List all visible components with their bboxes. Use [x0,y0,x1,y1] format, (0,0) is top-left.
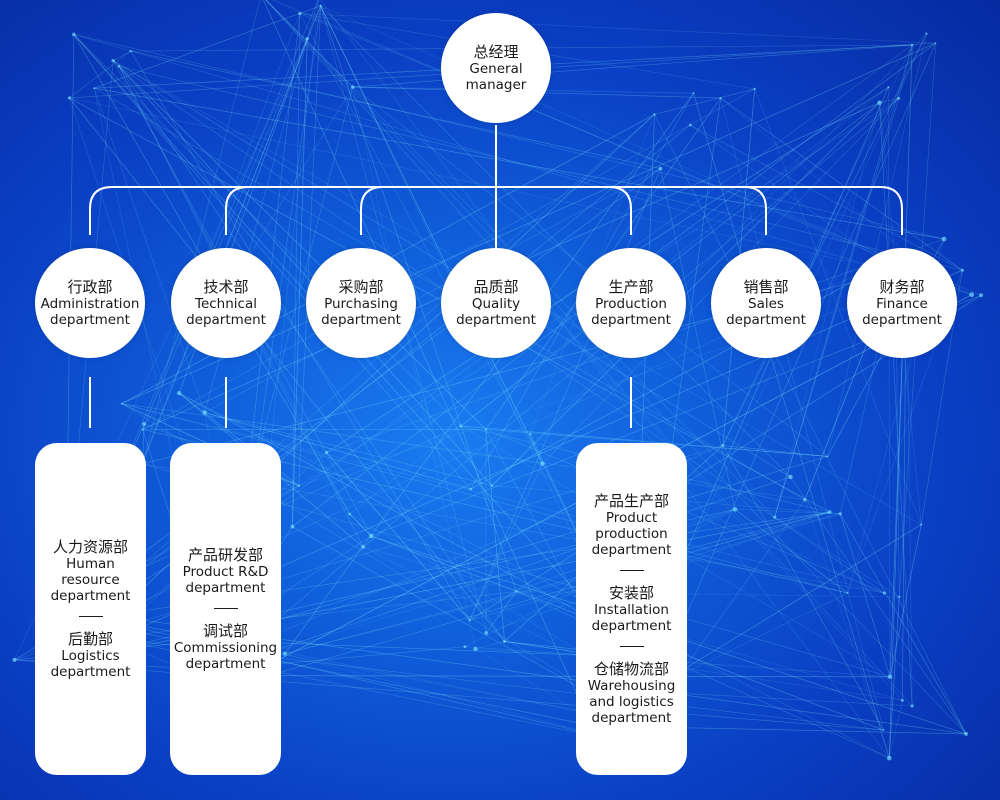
sub-unit-zh: 产品研发部 [187,546,263,564]
node-technical: 技术部 Technical department [171,248,281,358]
node-administration-en: Administration department [40,296,140,328]
sub-unit-zh: 安装部 [608,584,654,602]
sub-box-administration: 人力资源部 Human resource department 后勤部 Logi… [35,443,146,775]
sub-unit-en: Installation department [591,602,672,634]
sub-unit-en: Commissioning department [173,640,278,672]
sub-unit-installation: 安装部 Installation department [592,584,672,634]
sub-separator [619,570,644,571]
sub-unit-logistics: 后勤部 Logistics department [51,630,131,680]
sub-separator [619,646,644,647]
sub-unit-en: Product production department [591,510,672,558]
node-administration: 行政部 Administration department [35,248,145,358]
node-technical-en: Technical department [186,296,266,328]
node-purchasing-zh: 采购部 [338,278,384,296]
node-quality-zh: 品质部 [473,278,519,296]
sub-unit-zh: 调试部 [202,622,248,640]
sub-unit-human-resource: 人力资源部 Human resource department [51,538,131,604]
sub-separator [78,616,103,617]
node-purchasing-en: Purchasing department [321,296,401,328]
sub-unit-zh: 后勤部 [67,630,113,648]
sub-unit-en: Warehousing and logistics department [587,678,676,726]
node-general-manager-zh: 总经理 [473,43,519,61]
node-production: 生产部 Production department [576,248,686,358]
node-technical-zh: 技术部 [203,278,249,296]
node-production-en: Production department [591,296,671,328]
node-finance-zh: 财务部 [879,278,925,296]
sub-box-technical: 产品研发部 Product R&D department 调试部 Commiss… [170,443,281,775]
sub-unit-commissioning: 调试部 Commissioning department [174,622,277,672]
sub-unit-en: Product R&D department [182,564,269,596]
node-sales: 销售部 Sales department [711,248,821,358]
node-sales-zh: 销售部 [743,278,789,296]
node-general-manager-en: General manager [465,61,527,93]
node-finance-en: Finance department [862,296,942,328]
sub-box-production: 产品生产部 Product production department 安装部 … [576,443,687,775]
sub-unit-zh: 人力资源部 [52,538,128,556]
node-administration-zh: 行政部 [67,278,113,296]
node-general-manager: 总经理 General manager [441,13,551,123]
node-production-zh: 生产部 [608,278,654,296]
sub-unit-zh: 仓储物流部 [593,660,669,678]
sub-unit-product-rd: 产品研发部 Product R&D department [183,546,269,596]
sub-unit-product-production: 产品生产部 Product production department [592,492,672,558]
sub-unit-en: Human resource department [50,556,131,604]
node-finance: 财务部 Finance department [847,248,957,358]
sub-unit-warehousing: 仓储物流部 Warehousing and logistics departme… [588,660,676,726]
node-quality-en: Quality department [456,296,536,328]
sub-unit-zh: 产品生产部 [593,492,669,510]
node-purchasing: 采购部 Purchasing department [306,248,416,358]
sub-unit-en: Logistics department [50,648,131,680]
node-quality: 品质部 Quality department [441,248,551,358]
node-sales-en: Sales department [726,296,806,328]
sub-separator [213,608,238,609]
